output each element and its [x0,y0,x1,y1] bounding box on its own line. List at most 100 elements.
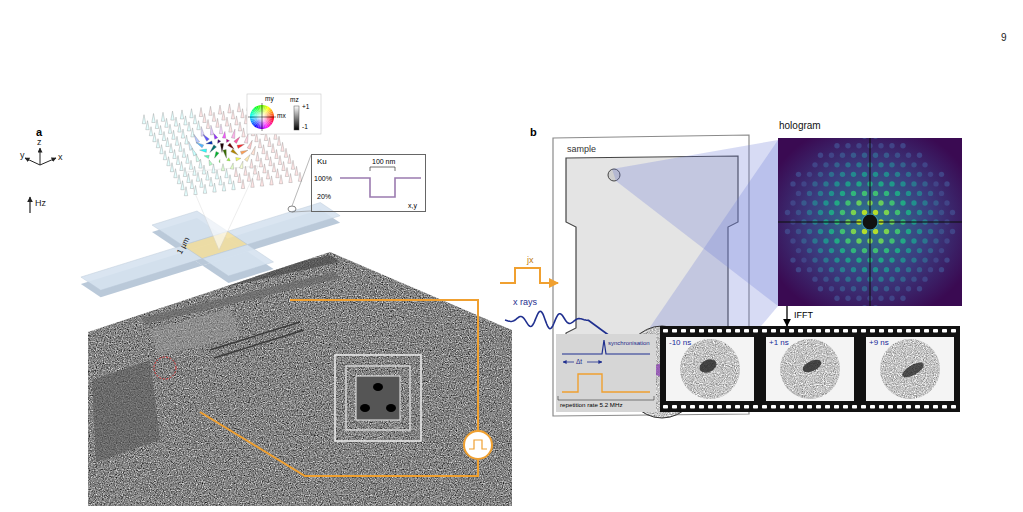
hologram-spot [834,143,839,148]
spin-arrow [228,143,235,149]
hologram-spot [906,267,911,272]
sprocket-hole [816,405,821,409]
spin-arrow [245,155,251,162]
sprocket-hole [798,329,803,333]
spin-arrow [200,178,203,187]
spin-arrow [218,105,221,114]
sprocket-hole [924,405,929,409]
spin-arrow [212,112,215,121]
sync-trace [562,340,650,354]
spin-arrow [258,139,261,148]
hologram-spot [840,267,845,272]
hologram-spot [851,210,856,215]
node-text: synchronisation [608,340,650,346]
spin-arrow [228,104,231,113]
pad-hole [360,404,370,412]
spin-arrow [170,163,173,172]
hologram-spot [906,286,911,291]
spin-arrow [167,157,170,166]
hologram-spot [884,248,889,253]
slab-top [228,203,341,245]
spin-arrow [253,165,256,174]
sprocket-hole [699,329,704,333]
node-text: +9 ns [869,339,889,347]
hologram-spot [834,238,839,243]
node-text: hologram [779,121,821,131]
spin-arrow [241,109,244,118]
hologram-spot [917,153,922,158]
hologram-spot [840,153,845,158]
projection-cone [186,166,258,250]
spin-arrow [169,144,172,153]
hologram-spot [906,153,911,158]
hologram-spot [928,210,933,215]
hologram-spot [856,181,861,186]
hologram-spot [911,181,916,186]
sprocket-hole [663,405,668,409]
spin-arrow [276,169,279,178]
spin-arrow [213,183,216,192]
hologram-spot [851,229,856,234]
hologram-spot [884,229,889,234]
hologram-spot [845,162,850,167]
spin-arrow [181,129,184,138]
spin-arrow [214,151,219,158]
spin-arrow [212,164,215,173]
anisotropy-inset: Ku100%20%100 nmx,y [311,154,426,212]
sprocket-hole [897,329,902,333]
hologram-spot [790,200,795,205]
spin-arrow [275,150,278,159]
hologram-spot [895,191,900,196]
sprocket-hole [672,405,677,409]
hologram-spot [889,296,894,301]
spin-arrow [173,150,176,159]
spin-arrow [156,139,159,148]
hologram-spot [796,210,801,215]
hologram-spot [856,257,861,262]
spin-arrow [240,150,247,154]
spin-arrow [250,159,253,168]
hologram-spot [807,191,812,196]
spin-arrow [184,187,187,196]
spin-arrow [175,136,178,145]
sprocket-hole [681,329,686,333]
spin-arrow [202,165,205,174]
spin-arrow [196,142,204,147]
spin-arrow [235,116,238,125]
spin-arrow [168,124,171,133]
hologram-spot [873,172,878,177]
hologram-spot [840,229,845,234]
hologram-spot [823,238,828,243]
hologram-spot [889,200,894,205]
hologram-spot [823,162,828,167]
timing-box-bg [556,334,656,412]
spin-arrow [206,120,209,129]
hologram-spot [911,276,916,281]
spin-arrow [244,166,247,175]
sprocket-hole [699,405,704,409]
sprocket-hole [942,329,947,333]
sprocket-hole [735,405,740,409]
spin-arrow [146,121,149,130]
hologram-spot [906,191,911,196]
hologram-spot [862,191,867,196]
edge-label: IFFT [794,311,813,320]
current-trace [562,374,650,392]
hologram-spot [911,200,916,205]
hologram-spot [823,276,828,281]
spin-arrow [219,176,222,185]
zoom-leader [292,155,311,206]
sprocket-hole [672,329,677,333]
spin-arrow [257,171,260,180]
hologram-spot [884,286,889,291]
hologram-spot [807,229,812,234]
hologram-spot [944,257,949,262]
page-number: 9 [1001,33,1007,43]
sprocket-hole [942,405,947,409]
current-label: jx [527,256,534,265]
spin-arrow [256,152,259,161]
hologram-spot [928,267,933,272]
spin-arrow [196,154,200,162]
axis-label: x [58,153,63,162]
hologram-spot [834,276,839,281]
